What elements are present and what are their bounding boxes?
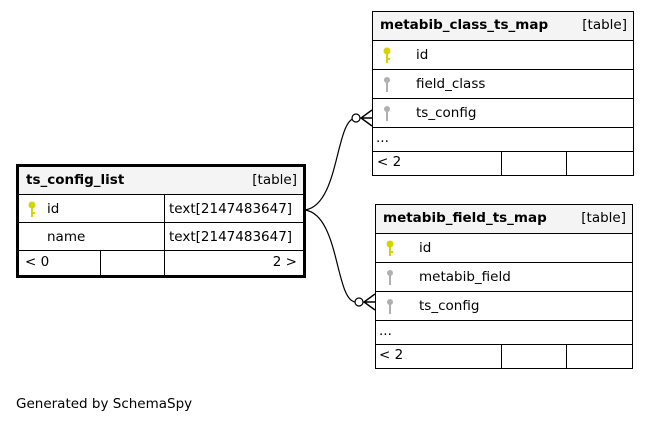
column-row[interactable]: id [376, 234, 632, 263]
ellipsis: ... [379, 323, 392, 339]
primary-key-icon [386, 240, 394, 256]
table-header: metabib_class_ts_map [table] [373, 12, 633, 41]
table-metabib-class-ts-map[interactable]: metabib_class_ts_map [table] id field_cl… [372, 11, 634, 176]
column-type: text[2147483647] [169, 229, 293, 245]
generated-by-label: Generated by SchemaSpy [16, 396, 193, 412]
column-row[interactable]: ts_config [376, 292, 632, 321]
column-type: text[2147483647] [169, 201, 293, 217]
table-name: metabib_field_ts_map [383, 210, 547, 226]
more-columns: ... [376, 321, 632, 345]
primary-key-icon [383, 47, 391, 63]
column-row[interactable]: id text[2147483647] [19, 195, 303, 223]
table-ts-config-list[interactable]: ts_config_list [table] id text[214748364… [16, 164, 306, 278]
parent-count: < 0 [25, 254, 50, 270]
foreign-key-icon [387, 270, 393, 285]
foreign-key-icon [384, 77, 390, 92]
edge-to-field-map [304, 209, 357, 303]
column-name: name [47, 229, 86, 245]
table-footer: < 2 [376, 345, 632, 368]
column-row[interactable]: id [373, 41, 633, 70]
column-name: field_class [416, 76, 486, 92]
table-type: [table] [581, 210, 626, 226]
edge-field-map-circle [354, 297, 364, 307]
table-type: [table] [582, 17, 627, 33]
table-type: [table] [252, 172, 297, 188]
column-row[interactable]: field_class [373, 70, 633, 99]
column-name: metabib_field [419, 269, 511, 285]
parent-count: < 2 [377, 154, 402, 170]
column-name: id [47, 201, 60, 217]
edge-to-class-map [304, 117, 357, 211]
edge-class-map-circle [351, 113, 361, 123]
child-count: 2 > [272, 254, 297, 270]
table-footer: < 2 [373, 152, 633, 175]
column-row[interactable]: metabib_field [376, 263, 632, 292]
column-name: ts_config [416, 105, 477, 121]
parent-count: < 2 [379, 347, 404, 363]
column-name: id [419, 240, 432, 256]
foreign-key-icon [387, 299, 393, 314]
column-row[interactable]: ts_config [373, 99, 633, 128]
table-header: ts_config_list [table] [19, 167, 303, 195]
table-name: metabib_class_ts_map [380, 17, 549, 33]
edge-class-map-crowfoot [359, 109, 373, 127]
table-footer: < 0 2 > [19, 251, 303, 275]
ellipsis: ... [376, 130, 389, 146]
more-columns: ... [373, 128, 633, 152]
column-name: ts_config [419, 298, 480, 314]
primary-key-icon [28, 201, 36, 217]
foreign-key-icon [384, 106, 390, 121]
table-name: ts_config_list [26, 172, 125, 188]
table-metabib-field-ts-map[interactable]: metabib_field_ts_map [table] id metabib_… [375, 204, 633, 369]
column-name: id [416, 47, 429, 63]
edge-field-map-crowfoot [362, 293, 376, 311]
table-header: metabib_field_ts_map [table] [376, 205, 632, 234]
column-row[interactable]: name text[2147483647] [19, 223, 303, 251]
